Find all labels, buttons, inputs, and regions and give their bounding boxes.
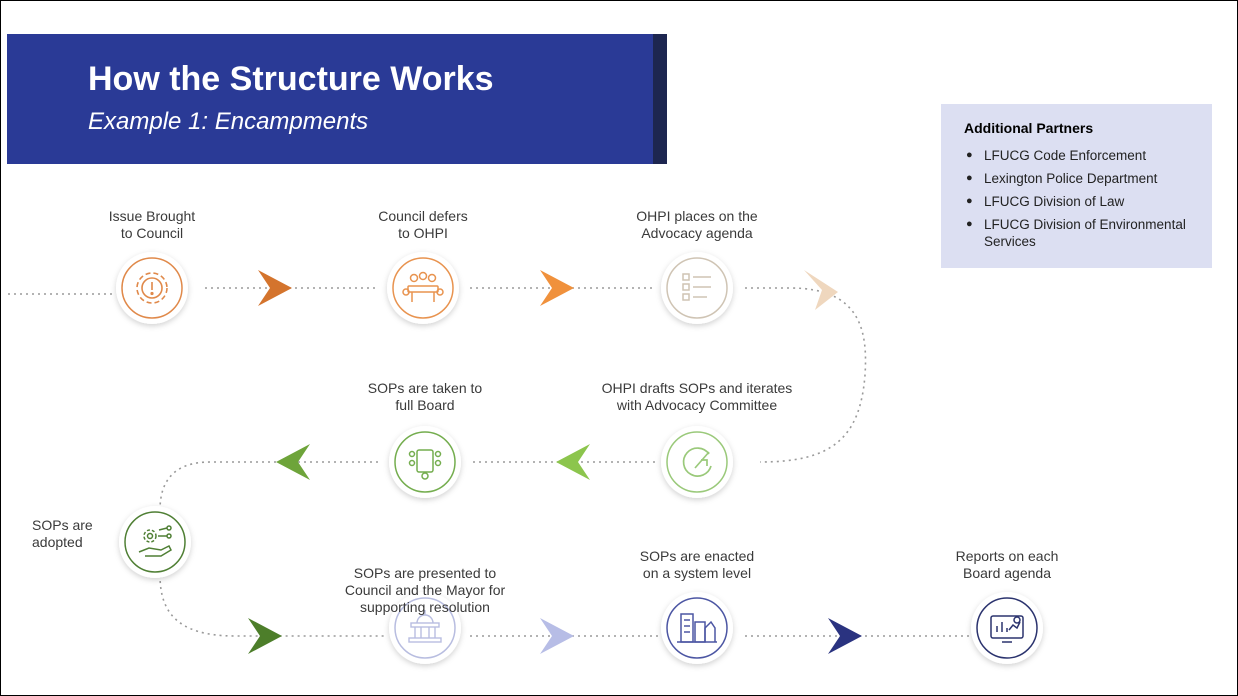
- label-line: adopted: [32, 534, 83, 550]
- connector-curve-lower: [159, 574, 385, 637]
- label-line: SOPs are taken to: [367, 380, 483, 396]
- arrow-left-icon: [556, 444, 590, 480]
- step-5-node: [389, 426, 461, 498]
- label-line: SOPs are: [32, 517, 93, 533]
- page-subtitle: Example 1: Encampments: [88, 108, 369, 135]
- meeting-icon: [402, 271, 444, 302]
- label-line: to OHPI: [398, 225, 448, 241]
- arrow-right-icon: [258, 270, 292, 306]
- step-6-node: [119, 506, 191, 578]
- step-7-node: [389, 592, 461, 664]
- partner-item: LFUCG Division of Law: [964, 193, 1209, 210]
- label-line: OHPI drafts SOPs and iterates: [601, 380, 793, 396]
- step-8-node: [661, 592, 733, 664]
- label-line: with Advocacy Committee: [616, 397, 778, 413]
- title-banner-edge: [653, 34, 667, 164]
- city-icon: [677, 613, 717, 643]
- partners-title: Additional Partners: [964, 120, 1094, 136]
- partner-item: Lexington Police Department: [964, 170, 1209, 187]
- step-2-node: [387, 252, 459, 324]
- additional-partners-box: Additional Partners LFUCG Code Enforceme…: [941, 104, 1212, 268]
- arrow-left-icon: [276, 444, 310, 480]
- checklist-icon: [682, 273, 711, 301]
- label-line: supporting resolution: [360, 599, 490, 615]
- label-line: SOPs are presented to: [353, 565, 497, 581]
- gear-alert-icon: [136, 272, 168, 304]
- hand-gear-icon: [138, 525, 172, 557]
- step-4-node: [661, 426, 733, 498]
- label-line: full Board: [395, 397, 455, 413]
- label-line: Advocacy agenda: [641, 225, 753, 241]
- label-line: on a system level: [642, 565, 752, 581]
- arrow-right-icon: [248, 618, 282, 654]
- arrow-right-icon: [804, 270, 838, 310]
- label-line: Reports on each: [955, 548, 1059, 564]
- label-line: SOPs are enacted: [639, 548, 755, 564]
- board-table-icon: [408, 449, 442, 480]
- label-line: Issue Brought: [108, 208, 196, 224]
- step-1-node: [116, 252, 188, 324]
- report-chart-icon: [990, 615, 1024, 643]
- label-line: OHPI places on the: [636, 208, 758, 224]
- title-banner: [7, 34, 667, 164]
- partner-item: LFUCG Division of Environmental Services: [964, 216, 1209, 250]
- connector-curve-right: [745, 287, 867, 463]
- arrow-right-icon: [540, 270, 574, 306]
- capitol-icon: [408, 610, 442, 643]
- connector-curve-left: [159, 461, 378, 511]
- iteration-icon: [682, 447, 712, 477]
- step-9-node: [971, 592, 1043, 664]
- label-line: Council defers: [378, 208, 468, 224]
- label-line: to Council: [120, 225, 184, 241]
- partners-list: LFUCG Code Enforcement Lexington Police …: [964, 147, 1209, 256]
- arrow-right-icon: [540, 618, 574, 654]
- label-line: Council and the Mayor for: [344, 582, 506, 598]
- arrow-right-icon: [828, 618, 862, 654]
- page-title: How the Structure Works: [88, 60, 494, 98]
- label-line: Board agenda: [963, 565, 1051, 581]
- step-3-node: [661, 252, 733, 324]
- partner-item: LFUCG Code Enforcement: [964, 147, 1209, 164]
